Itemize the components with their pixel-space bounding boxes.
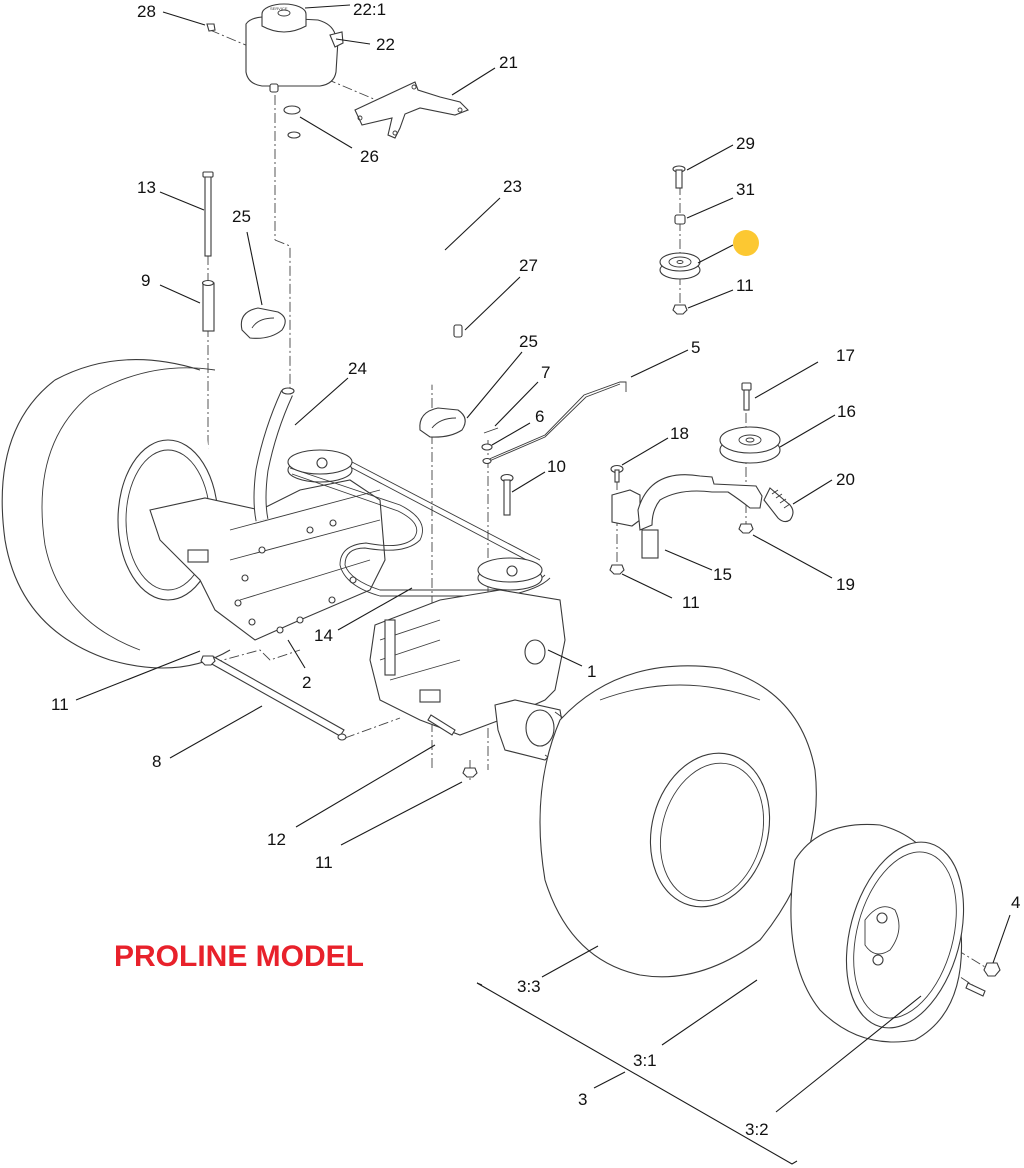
callout-7[interactable]: 7 (541, 363, 550, 382)
callout-3-2[interactable]: 3:2 (745, 1120, 769, 1139)
nut-11-bottom[interactable] (462, 767, 478, 778)
callout-29[interactable]: 29 (736, 134, 755, 153)
callout-5[interactable]: 5 (691, 338, 700, 357)
callout-23[interactable]: 23 (503, 177, 522, 196)
callout-3[interactable]: 3 (578, 1090, 587, 1109)
callout-11-left[interactable]: 11 (51, 695, 69, 714)
callout-22-1[interactable]: 22:1 (353, 0, 386, 19)
callout-26[interactable]: 26 (360, 147, 379, 166)
spacer-9[interactable] (201, 279, 215, 332)
pulley-right[interactable] (477, 557, 543, 591)
hose-clamp[interactable] (283, 105, 301, 115)
idler-pulley[interactable] (659, 252, 701, 280)
group-bracket-3 (476, 982, 798, 1165)
callout-11-bottom[interactable]: 11 (315, 853, 333, 872)
callout-24[interactable]: 24 (348, 359, 367, 378)
bolt-17[interactable] (741, 382, 752, 411)
model-title: PROLINE MODEL (114, 940, 364, 973)
bolt-29[interactable] (672, 165, 686, 189)
nut-11-top[interactable] (672, 304, 688, 315)
callout-18[interactable]: 18 (670, 424, 689, 443)
cotter-pin-7[interactable] (483, 427, 499, 434)
svg-text:SERVICE: SERVICE (270, 6, 288, 11)
idler-arm-15[interactable] (611, 474, 763, 559)
callout-11-idler[interactable]: 11 (682, 593, 700, 612)
callout-2[interactable]: 2 (302, 673, 311, 692)
callout-6[interactable]: 6 (535, 407, 544, 426)
grommet-25-left[interactable] (240, 307, 286, 339)
callout-25-right[interactable]: 25 (519, 332, 538, 351)
hose-24[interactable] (253, 387, 295, 522)
pin-18[interactable] (610, 464, 624, 483)
bolt-heads (234, 519, 357, 634)
callout-21[interactable]: 21 (499, 53, 518, 72)
idler-pulley-16[interactable] (719, 426, 781, 464)
callout-4[interactable]: 4 (1011, 893, 1020, 912)
spring-20[interactable] (763, 487, 794, 523)
callout-13[interactable]: 13 (137, 178, 156, 197)
callout-27[interactable]: 27 (519, 256, 538, 275)
callout-10[interactable]: 10 (547, 457, 566, 476)
callout-labels: 28 22:1 22 21 26 29 31 11 13 25 23 9 27 … (51, 0, 1020, 1139)
bracket[interactable] (354, 81, 469, 139)
highlight-marker[interactable] (733, 230, 759, 256)
nut-11-left[interactable] (200, 655, 216, 666)
callout-22[interactable]: 22 (376, 35, 395, 54)
callout-17[interactable]: 17 (836, 346, 855, 365)
valve-stem[interactable] (965, 982, 986, 997)
leader-lines (75, 4, 1011, 1113)
screw-28[interactable] (206, 23, 216, 32)
spacer-31[interactable] (674, 214, 686, 225)
nut-19[interactable] (738, 523, 754, 534)
callout-31[interactable]: 31 (736, 180, 755, 199)
callout-25-left[interactable]: 25 (232, 207, 251, 226)
hose-clamp-27[interactable] (453, 324, 463, 338)
callout-15[interactable]: 15 (713, 565, 732, 584)
rim-3-2[interactable] (790, 823, 983, 1043)
bolt-13[interactable] (202, 171, 214, 257)
pin-10[interactable] (500, 473, 514, 516)
callout-3-1[interactable]: 3:1 (633, 1051, 657, 1070)
callout-16[interactable]: 16 (837, 402, 856, 421)
pulley-left[interactable] (287, 449, 353, 483)
wheel-hub[interactable] (494, 699, 567, 763)
control-rod[interactable] (486, 381, 627, 463)
callout-20[interactable]: 20 (836, 470, 855, 489)
pin-12[interactable] (427, 714, 456, 736)
callout-3-3[interactable]: 3:3 (517, 977, 541, 996)
callout-11-pulley[interactable]: 11 (736, 276, 754, 295)
callout-28[interactable]: 28 (137, 2, 156, 21)
bar-8[interactable] (209, 656, 347, 741)
callout-8[interactable]: 8 (152, 752, 161, 771)
lug-nut-4[interactable] (983, 962, 1001, 977)
hose-23[interactable] (281, 131, 475, 386)
callout-12[interactable]: 12 (267, 830, 286, 849)
nut-11-idler[interactable] (609, 564, 625, 575)
callout-19[interactable]: 19 (836, 575, 855, 594)
washer-6[interactable] (481, 443, 493, 465)
callout-14[interactable]: 14 (314, 626, 333, 645)
callout-9[interactable]: 9 (141, 271, 150, 290)
reservoir-cap[interactable]: SERVICE (261, 3, 307, 33)
tire-3-3[interactable] (539, 665, 817, 978)
transaxle-1[interactable] (369, 589, 566, 736)
grommet-25-right[interactable] (419, 407, 466, 438)
callout-1[interactable]: 1 (587, 662, 596, 681)
